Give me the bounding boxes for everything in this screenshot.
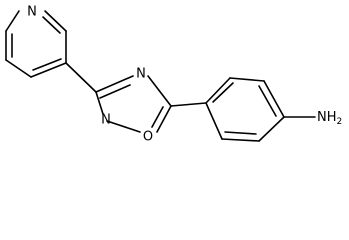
oxadiazole-n4-label: N bbox=[136, 67, 146, 82]
bond-pyridine-oxadiazole bbox=[65, 62, 97, 93]
oxadiazole-bond-c3-n4 bbox=[95, 75, 134, 93]
oxadiazole-double-bond-c5-o1 bbox=[151, 106, 164, 128]
pyridine-double-bond-c6-n bbox=[42, 16, 61, 34]
oxadiazole-ring bbox=[95, 75, 172, 133]
pyridine-bond-c6-n bbox=[44, 10, 67, 32]
oxadiazole-double-bond-c3-n4 bbox=[99, 84, 131, 99]
phenyl-bond-5 bbox=[221, 138, 260, 142]
pyridine-bond-c3-c4 bbox=[5, 59, 32, 78]
phenyl-ring bbox=[205, 77, 285, 142]
phenyl-double-bond-5 bbox=[224, 131, 257, 135]
phenyl-bond-2 bbox=[229, 77, 265, 82]
pyridine-bond-c4-c5 bbox=[30, 62, 67, 78]
phenyl-bond-4 bbox=[258, 116, 285, 142]
pyridine-double-bond-c4-c5 bbox=[32, 58, 62, 71]
oxadiazole-o1-label: O bbox=[143, 130, 153, 145]
oxadiazole-bond-c5-o1 bbox=[156, 105, 172, 133]
pyridine-nitrogen-label: N bbox=[27, 5, 37, 20]
phenyl-bond-1 bbox=[205, 77, 231, 104]
amine-h-subscript: 2 bbox=[337, 117, 343, 127]
bond-oxadiazole-phenyl bbox=[170, 102, 207, 107]
oxadiazole-bond-n4-c5 bbox=[147, 75, 172, 107]
oxadiazole-bond-o1-n2 bbox=[106, 120, 141, 133]
amine-label: NH2 bbox=[317, 110, 342, 127]
oxadiazole-bond-c3-n2 bbox=[95, 91, 104, 115]
phenyl-double-bond-3 bbox=[258, 85, 277, 117]
phenyl-bond-3 bbox=[263, 80, 285, 118]
phenyl-double-bond-1 bbox=[212, 82, 234, 103]
chemical-structure: N N N O NH2 bbox=[5, 5, 342, 145]
atom-labels: N N N O NH2 bbox=[27, 5, 342, 145]
pyridine-bond-c2-n bbox=[5, 10, 20, 32]
phenyl-bond-6 bbox=[205, 102, 223, 140]
amine-nh-text: NH bbox=[317, 110, 337, 125]
oxadiazole-n2-label: N bbox=[101, 113, 111, 128]
pyridine-ring bbox=[5, 10, 67, 78]
